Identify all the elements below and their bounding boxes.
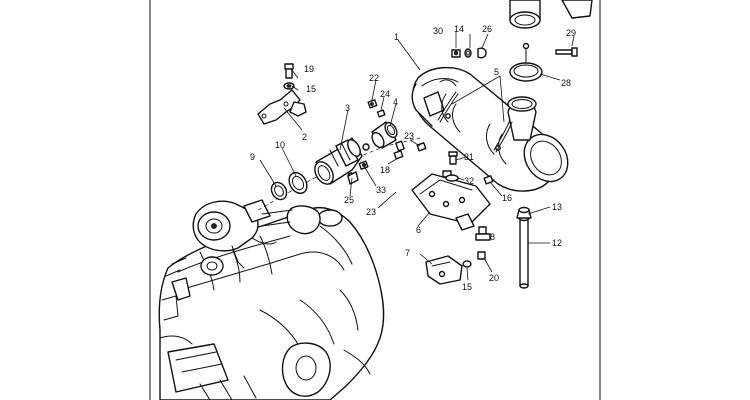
callout-10: 10 <box>275 140 285 150</box>
muffler-bracket <box>411 151 494 241</box>
muffler <box>411 67 569 192</box>
callout-22: 22 <box>369 73 379 83</box>
callout-23-lower: 23 <box>366 207 376 217</box>
callout-4: 4 <box>393 97 398 107</box>
callout-29: 29 <box>566 28 576 38</box>
callout-15-lower: 15 <box>462 282 472 292</box>
callout-18: 18 <box>380 165 390 175</box>
callout-5: 5 <box>494 67 499 77</box>
frame-borders <box>149 0 601 400</box>
callout-31: 31 <box>464 152 474 162</box>
callout-26: 26 <box>482 24 492 34</box>
engine-block <box>158 206 385 400</box>
callout-1: 1 <box>394 32 399 42</box>
callout-labels: 1 2 3 4 5 6 7 8 9 10 12 13 14 15 15 16 1… <box>250 24 576 292</box>
exhaust-pipe <box>314 137 370 185</box>
callout-23-upper: 23 <box>404 131 414 141</box>
small-hardware <box>347 99 427 185</box>
callout-9: 9 <box>250 152 255 162</box>
callout-6: 6 <box>416 225 421 235</box>
bracket-7 <box>425 251 486 285</box>
clamp-hardware-top <box>451 42 578 82</box>
callout-24: 24 <box>380 89 390 99</box>
callout-16: 16 <box>502 193 512 203</box>
callout-13: 13 <box>552 202 562 212</box>
callout-32: 32 <box>464 176 474 186</box>
callout-7: 7 <box>405 248 410 258</box>
callout-25: 25 <box>344 195 354 205</box>
leader-lines <box>259 32 575 281</box>
gasket-9 <box>270 181 288 201</box>
callout-19: 19 <box>304 64 314 74</box>
muffler-bands <box>437 91 513 153</box>
callout-14: 14 <box>454 24 464 34</box>
callout-8: 8 <box>490 232 495 242</box>
callout-3: 3 <box>345 103 350 113</box>
callout-15-upper: 15 <box>306 84 316 94</box>
tail-pipe-top <box>509 0 593 29</box>
callout-30: 30 <box>433 26 443 36</box>
callout-12: 12 <box>552 238 562 248</box>
drain-pipe <box>516 206 532 289</box>
callout-20: 20 <box>489 273 499 283</box>
turbocharger <box>192 199 321 269</box>
bracket-2 <box>257 63 307 125</box>
gasket-10 <box>288 171 308 195</box>
callout-2: 2 <box>302 132 307 142</box>
callout-28: 28 <box>561 78 571 88</box>
callout-33: 33 <box>376 185 386 195</box>
